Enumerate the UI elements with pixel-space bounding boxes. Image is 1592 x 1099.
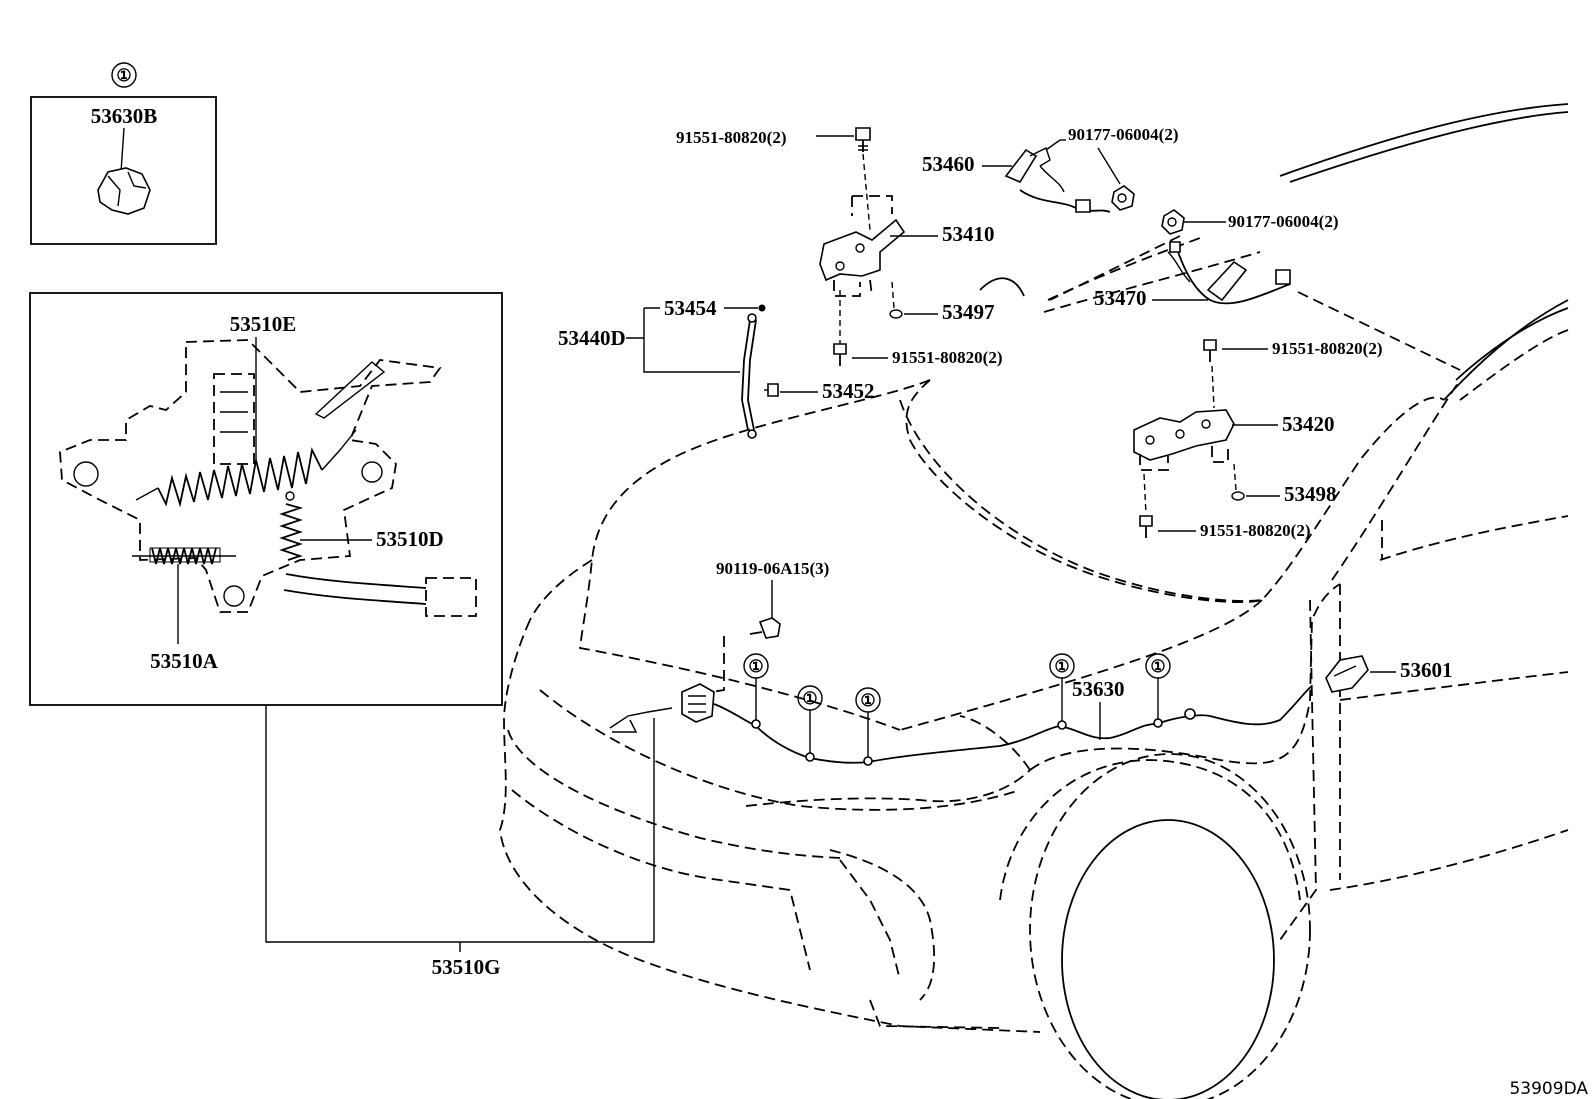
label-53510D: 53510D [376,527,444,551]
hood-hinge-right [1133,409,1235,471]
label-90119: 90119-06A15(3) [716,559,829,578]
svg-text:①: ① [1150,657,1165,676]
nut-icon [1111,185,1135,211]
front-wheel [1029,753,1311,1099]
svg-text:①: ① [802,689,817,708]
hood-outline [579,379,931,731]
mount-hole [73,461,99,487]
label-53410: 53410 [942,222,995,246]
label-53452: 53452 [822,379,875,403]
lever-arm [314,361,386,419]
release-cable [713,685,1313,764]
bolt-icon [855,127,871,152]
main-spring [157,447,323,508]
clip-callout: ① [1145,653,1171,728]
clip-icon [758,304,766,312]
label-53601: 53601 [1400,658,1453,682]
label-91551-a: 91551-80820(2) [676,128,786,147]
label-53454: 53454 [664,296,717,320]
label-91551-b: 91551-80820(2) [892,348,1002,367]
label-53510G: 53510G [432,955,501,979]
clip-callout: ① [797,685,823,762]
callout-mark: ① [116,66,131,85]
bolt-icon [1139,515,1153,538]
lock-cable [285,573,427,589]
diagram-reference-code: 53909DA [1509,1079,1588,1099]
label-53497: 53497 [942,300,995,324]
svg-text:①: ① [860,691,875,710]
label-53470: 53470 [1094,286,1147,310]
clip-callout: ① [1049,653,1075,730]
svg-text:①: ① [1054,657,1069,676]
label-53440D: 53440D [558,326,626,350]
label-53420: 53420 [1282,412,1335,436]
mount-hole [361,461,383,483]
label-91551-d: 91551-80820(2) [1200,521,1310,540]
lock-body-outline [59,339,442,613]
label-53630: 53630 [1072,677,1125,701]
hood-support-rod [741,313,757,439]
bolt-icon [749,617,781,639]
mount-hole [223,585,245,607]
label-53498: 53498 [1284,482,1337,506]
bolt-icon [833,343,847,366]
washer-icon [1231,491,1245,501]
car-body [499,103,1569,1099]
clip-callout: ① [855,687,881,766]
label-91551-c: 91551-80820(2) [1272,339,1382,358]
washer-icon [889,309,903,319]
label-53630B: 53630B [91,104,158,128]
lock-connector [425,577,477,617]
label-53510A: 53510A [150,649,219,673]
hood-sensor-left [1004,147,1111,213]
holder-icon [764,383,779,397]
release-lever [1325,655,1369,693]
clip-icon [97,167,151,215]
small-spring [279,503,304,561]
lock-detail-inset: 53510E 53510D 53510A 53510G [29,292,655,979]
clip-inset-box: ① 53630B [30,62,217,245]
hood-lock-on-car [609,683,715,733]
nut-icon [1161,209,1185,235]
callout-circle [111,62,137,88]
hood-sensor-right [1167,241,1291,305]
svg-text:①: ① [748,657,763,676]
clip-callout: ① [743,653,769,729]
label-90177-b: 90177-06004(2) [1228,212,1338,231]
hood-hinge-left [819,195,906,297]
front-bumper [499,619,1041,1033]
label-90177-a: 90177-06004(2) [1068,125,1178,144]
label-53460: 53460 [922,152,975,176]
label-53510E: 53510E [230,312,297,336]
bolt-icon [1203,339,1217,362]
